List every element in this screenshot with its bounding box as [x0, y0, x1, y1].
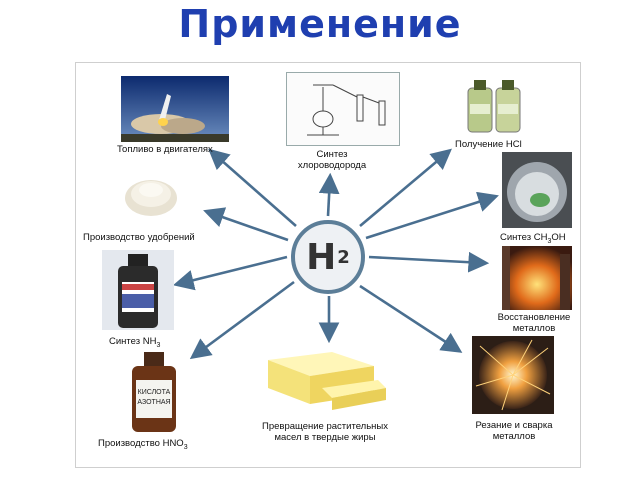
arrow-ammonia [172, 255, 288, 291]
arrow-methanol [365, 191, 499, 240]
hydrogen-symbol: H [306, 236, 337, 278]
bottle-label-line1: КИСЛОТА [138, 389, 171, 396]
caption-ammonia-prefix: Синтез NH [109, 336, 157, 347]
caption-nitric-acid: Производство HNO3 [98, 438, 188, 453]
caption-hcl-synthesis: Синтез хлороводорода [292, 149, 372, 171]
rocket-image [121, 76, 229, 142]
nitric-acid-bottle-image: КИСЛОТА АЗОТНАЯ [122, 350, 184, 434]
welding-sparks-image [472, 336, 554, 414]
caption-nitric-acid-prefix: Производство HNO [98, 438, 184, 449]
page-title: Применение [178, 2, 462, 46]
arrow-fuel [208, 148, 297, 227]
caption-metals-line2: металлов [512, 323, 556, 334]
caption-metals: Восстановление металлов [488, 312, 580, 334]
caption-fuel: Топливо в двигателях [117, 144, 213, 155]
caption-hcl: Получение HCl [455, 139, 522, 150]
caption-fats-line1: Превращение растительных [262, 421, 388, 432]
arrow-hcl-synthesis [318, 172, 340, 217]
caption-cutting: Резание и сварка металлов [464, 420, 564, 442]
caption-ammonia: Синтез NH3 [109, 336, 160, 351]
caption-ammonia-sub: 3 [156, 341, 161, 349]
arrow-nitric-acid [189, 280, 295, 360]
caption-hcl-synthesis-line2: хлороводорода [297, 160, 367, 171]
bottle-label-line2: АЗОТНАЯ [137, 399, 170, 406]
caption-nitric-acid-sub: 3 [183, 443, 188, 451]
metal-reduction-image [502, 246, 572, 310]
caption-metals-line1: Восстановление [497, 312, 571, 323]
caption-methanol-sub: 3 [547, 237, 552, 245]
methanol-reactor-image [502, 152, 572, 228]
caption-fertilizers: Производство удобрений [83, 232, 195, 243]
caption-methanol-prefix: Синтез CH [500, 232, 548, 243]
hcl-bottles-image [462, 76, 526, 134]
caption-cutting-line2: металлов [492, 431, 536, 442]
caption-fats-line2: масел в твердые жиры [274, 432, 376, 443]
caption-fats: Превращение растительных масел в твердые… [250, 421, 400, 443]
arrow-fertilizers [203, 207, 289, 242]
fertilizer-image [120, 166, 182, 222]
arrow-metals [368, 251, 490, 273]
caption-hcl-synthesis-line1: Синтез [316, 149, 348, 160]
ammonia-bottle-image [102, 250, 174, 330]
caption-cutting-line1: Резание и сварка [475, 420, 553, 431]
butter-image [262, 344, 390, 412]
caption-methanol: Синтез CH3OH [500, 232, 566, 247]
hydrogen-subscript: 2 [337, 246, 350, 268]
hcl-apparatus-image [286, 72, 400, 146]
arrow-cutting [359, 284, 463, 353]
arrow-hcl [359, 148, 452, 227]
caption-methanol-suffix: OH [551, 232, 566, 243]
